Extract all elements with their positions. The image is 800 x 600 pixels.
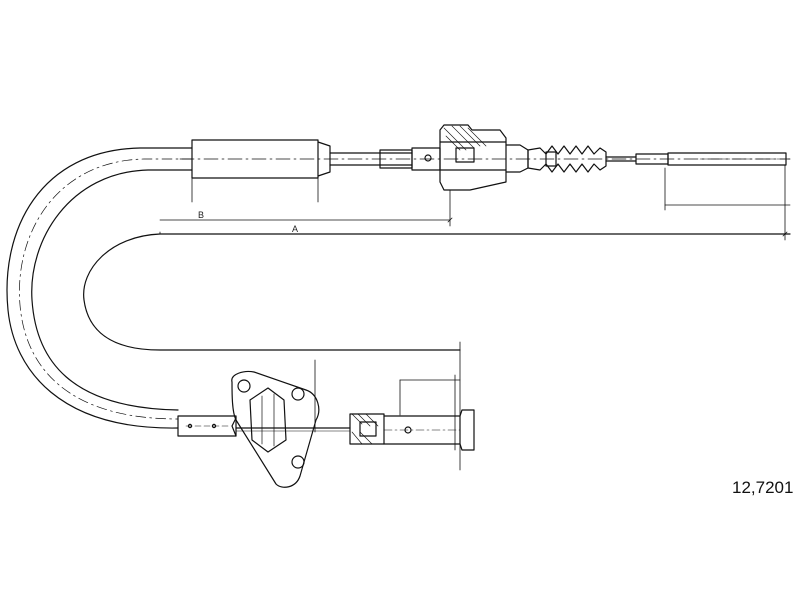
- cable-sheath: [6, 147, 193, 429]
- dimension-label-a: A: [292, 224, 298, 234]
- lower-cylinder-end: [383, 409, 475, 451]
- lower-dimensions: [314, 341, 461, 471]
- rubber-boot: [527, 145, 607, 173]
- lower-inner-wire: [235, 427, 351, 432]
- inner-return-curve: [83, 233, 791, 351]
- lower-end-fitting: [177, 415, 237, 437]
- protective-sleeve: [179, 139, 791, 179]
- mounting-bracket: [231, 370, 320, 488]
- upper-adjuster-bracket: [411, 124, 529, 191]
- upper-dimensions: [159, 164, 791, 241]
- dimension-label-b: B: [198, 210, 204, 220]
- lower-adjuster-nut: [349, 413, 385, 445]
- part-number: 12,7201: [732, 478, 794, 497]
- upper-cable-end: [605, 152, 791, 166]
